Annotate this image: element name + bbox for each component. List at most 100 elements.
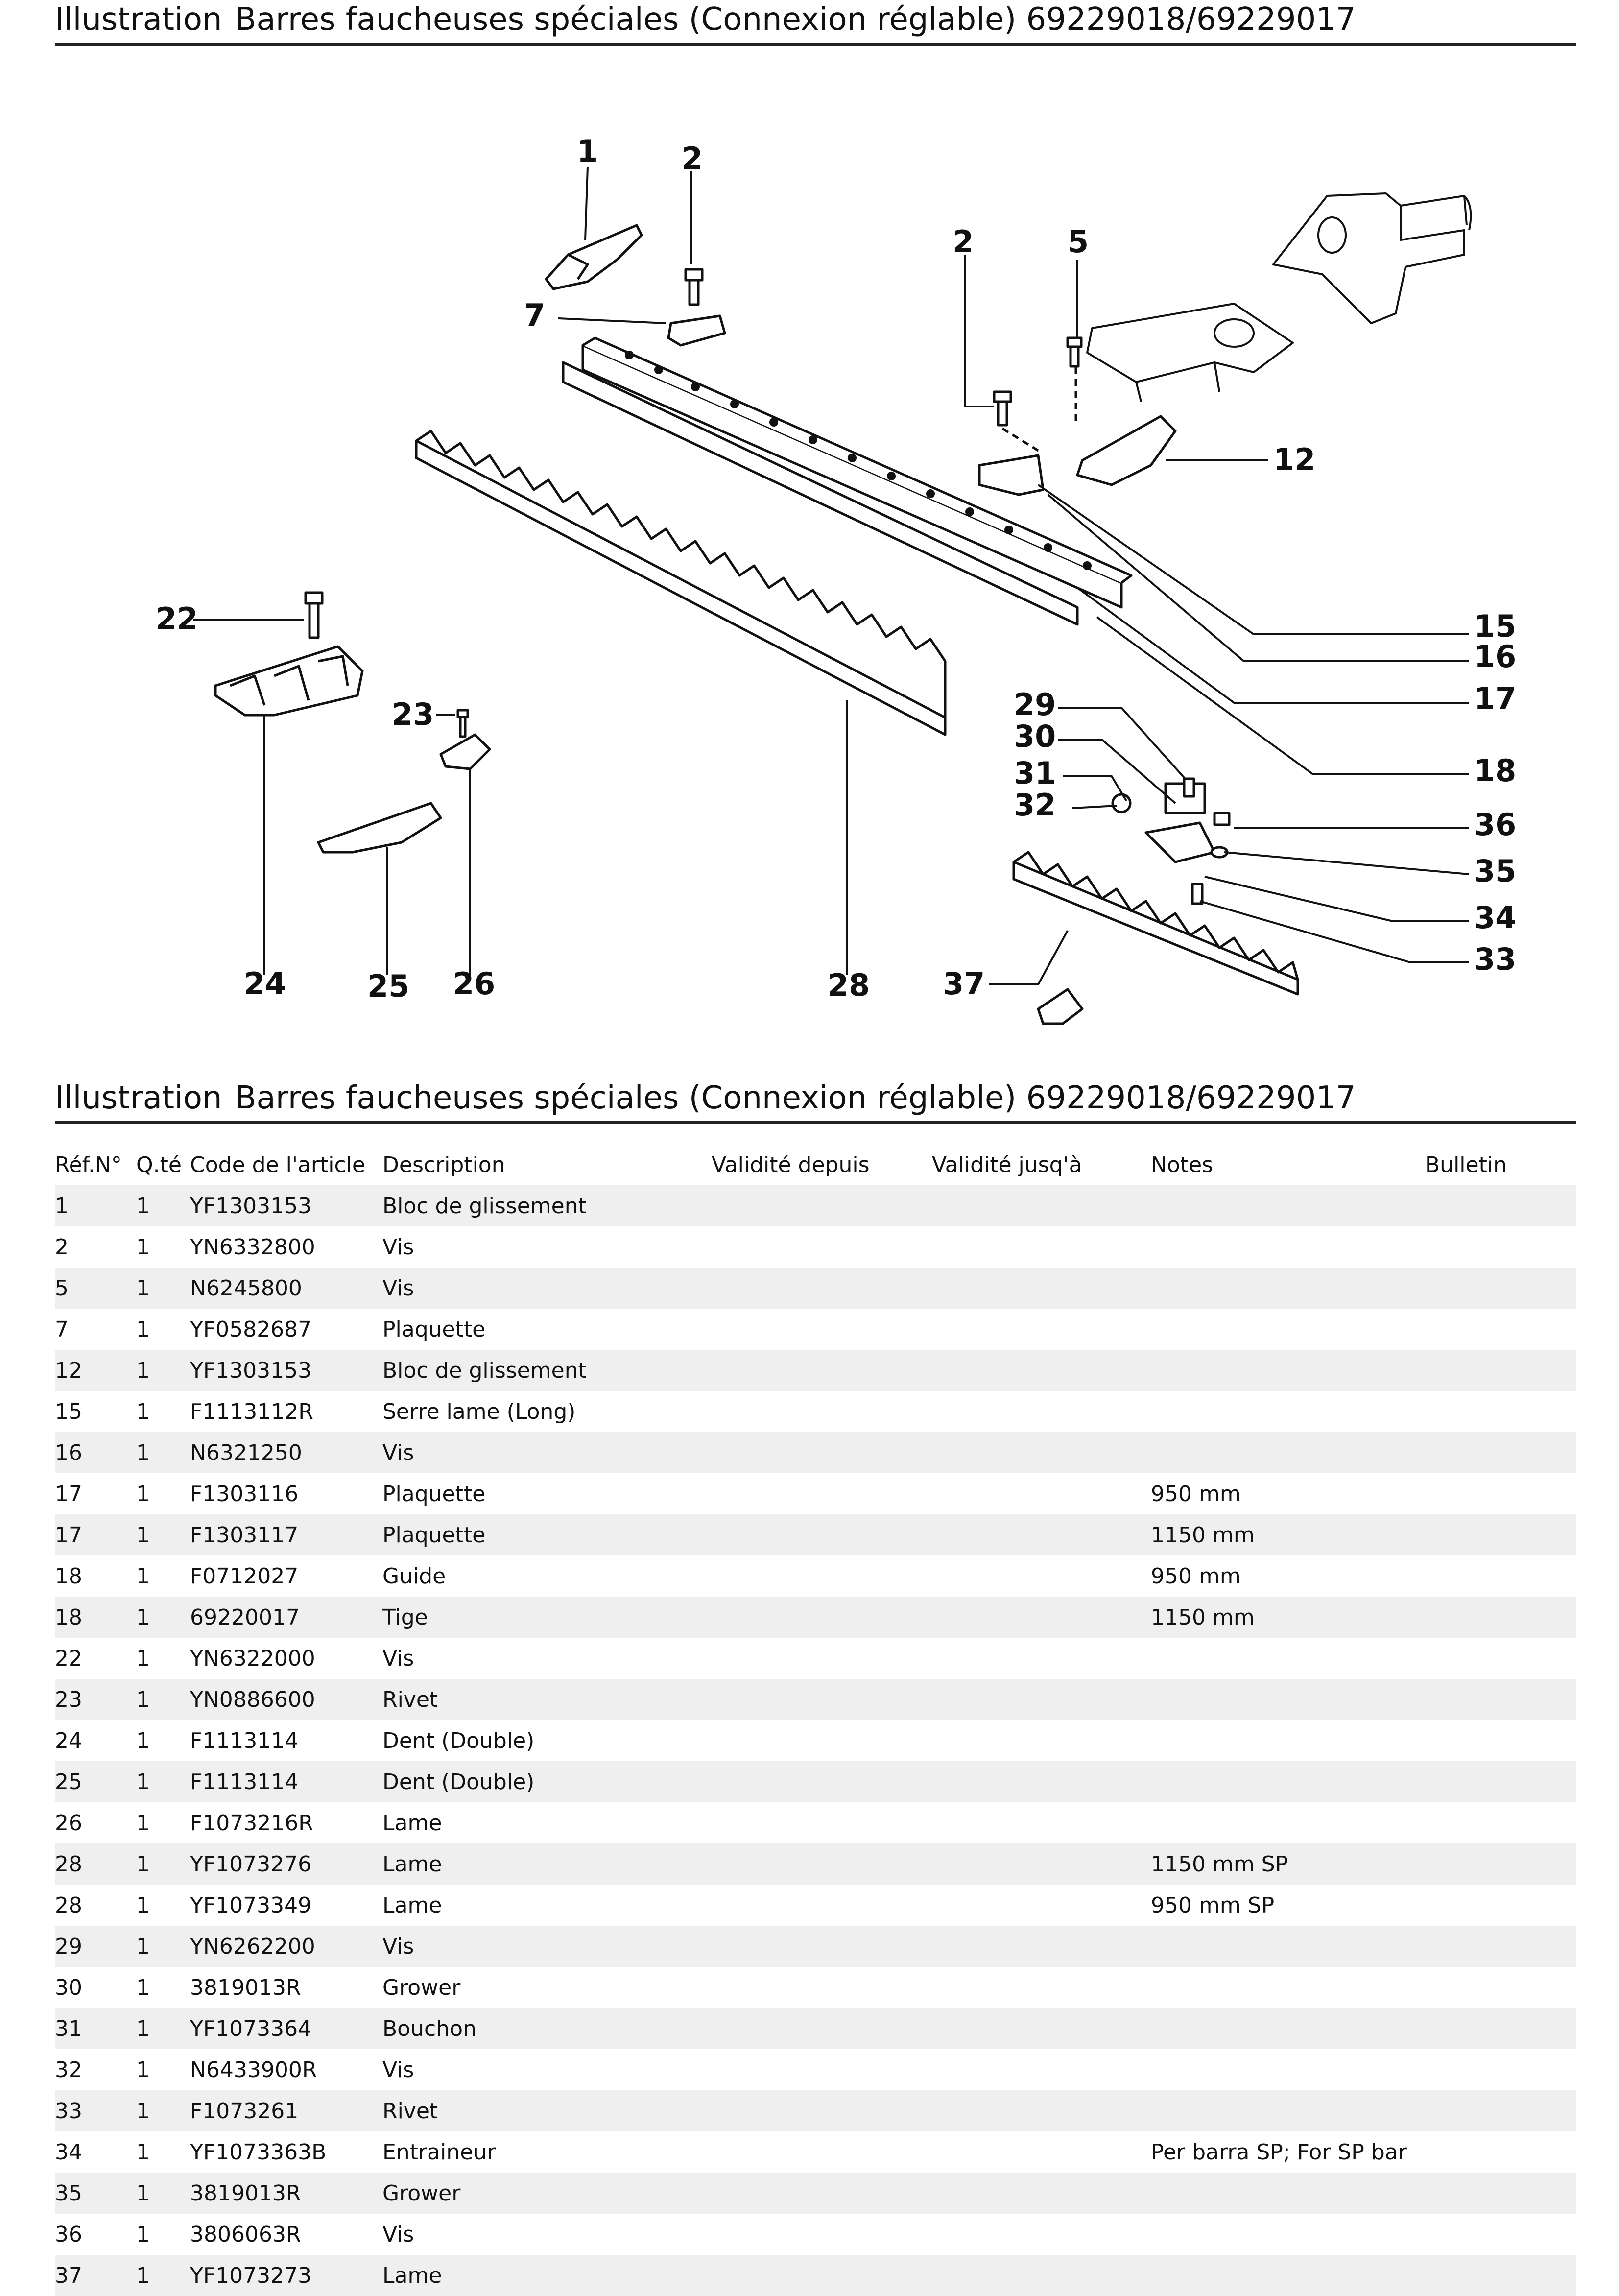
cell-bulletin [1425, 2255, 1576, 2296]
cell-ref: 17 [55, 1481, 82, 1507]
cell-description: Vis [382, 1268, 712, 1309]
cell-valid-from [712, 1268, 932, 1309]
cell-bulletin [1425, 1720, 1576, 1761]
cell-notes [1151, 1268, 1425, 1309]
cell-qty: 1 [136, 1185, 190, 1226]
cell-valid-to [932, 1597, 1151, 1638]
callout-7: 7 [524, 297, 545, 333]
cell-notes [1151, 2214, 1425, 2255]
cell-valid-to [932, 1350, 1151, 1391]
bolt-22 [304, 591, 324, 639]
bolt-2-left [684, 268, 704, 306]
cell-notes [1151, 2049, 1425, 2090]
cell-ref: 1 [55, 1185, 136, 1226]
cell-notes [1151, 1432, 1425, 1473]
knife-28 [415, 430, 947, 736]
col-valid-from: Validité depuis [712, 1152, 870, 1177]
cell-valid-from [712, 1473, 932, 1514]
cell-ref: 16 [55, 1432, 136, 1473]
cell-qty: 1 [136, 1810, 150, 1836]
cell-code: YF1073364 [190, 2008, 382, 2049]
callout-23: 23 [392, 696, 434, 732]
cell-qty: 1 [136, 1761, 190, 1802]
cell-valid-from [712, 1597, 932, 1638]
cell-description: Grower [382, 2173, 712, 2214]
cell-notes [1151, 1679, 1425, 1720]
cell-qty: 1 [136, 1316, 150, 1342]
cell-valid-from [712, 1967, 932, 2008]
cell-bulletin [1425, 1432, 1576, 1473]
table-header-row: Réf.N° Q.té Code de l'article Descriptio… [55, 1144, 1576, 1185]
callout-18: 18 [1474, 753, 1516, 789]
col-bulletin: Bulletin [1425, 1152, 1507, 1177]
cell-bulletin [1425, 1391, 1576, 1432]
cell-valid-to [932, 1555, 1151, 1597]
cell-valid-to [932, 1843, 1151, 1885]
cell-valid-from [712, 1638, 932, 1679]
cell-code: YN6262200 [190, 1926, 382, 1967]
cell-description: Vis [382, 1432, 712, 1473]
cell-valid-from [712, 2255, 932, 2296]
callout-1: 1 [577, 133, 598, 169]
callout-30: 30 [1014, 718, 1056, 754]
cell-valid-from [712, 1802, 932, 1843]
cell-qty: 1 [136, 1399, 150, 1424]
cell-qty: 1 [136, 1646, 150, 1671]
cell-ref: 32 [55, 2057, 82, 2082]
callout-36: 36 [1474, 807, 1516, 842]
cell-valid-to [932, 2255, 1151, 2296]
cell-valid-to [932, 1802, 1151, 1843]
cell-notes [1151, 2090, 1425, 2131]
bolt-2-right [993, 390, 1012, 427]
cell-valid-from [712, 1720, 932, 1761]
cell-valid-from [712, 1185, 932, 1226]
cell-valid-from [712, 1555, 932, 1597]
cell-description: Rivet [382, 1679, 712, 1720]
cell-description: Lame [382, 1843, 712, 1885]
cell-bulletin [1425, 1843, 1576, 1885]
cell-bulletin [1425, 1309, 1576, 1350]
cell-bulletin [1425, 1555, 1576, 1597]
cell-code: 3819013R [190, 2173, 382, 2214]
cell-notes [1151, 1638, 1425, 1679]
cell-notes [1151, 1967, 1425, 2008]
callout-22: 22 [156, 601, 198, 637]
callout-37: 37 [943, 966, 985, 1002]
cell-code: F1113112R [190, 1399, 313, 1424]
cell-description: Vis [382, 1234, 414, 1260]
cell-description: Vis [382, 1646, 414, 1671]
cell-ref: 26 [55, 1810, 82, 1836]
callout-17: 17 [1474, 681, 1516, 717]
cell-description: Vis [382, 2222, 414, 2247]
cell-ref: 5 [55, 1268, 136, 1309]
cell-valid-from [712, 1432, 932, 1473]
cell-valid-to [932, 1514, 1151, 1555]
cell-notes [1151, 2255, 1425, 2296]
cell-notes [1151, 1350, 1425, 1391]
cell-qty: 1 [136, 1234, 150, 1260]
cell-bulletin [1425, 1597, 1576, 1638]
cell-code: YN6332800 [190, 1234, 315, 1260]
cell-qty: 1 [136, 1597, 190, 1638]
callout-5: 5 [1068, 224, 1089, 260]
cell-ref: 30 [55, 1975, 82, 2000]
cell-ref: 33 [55, 2090, 136, 2131]
cell-description: Bouchon [382, 2008, 712, 2049]
cell-notes [1151, 1802, 1425, 1843]
cell-valid-to [932, 1761, 1151, 1802]
cell-valid-from [712, 1679, 932, 1720]
cell-ref: 12 [55, 1350, 136, 1391]
cell-valid-from [712, 2131, 932, 2173]
cell-ref: 7 [55, 1316, 69, 1342]
cell-description: Vis [382, 2057, 414, 2082]
cell-valid-from [712, 1391, 932, 1432]
cell-code: F1303117 [190, 1514, 382, 1555]
cell-description: Bloc de glissement [382, 1350, 712, 1391]
table-header-title: Barres faucheuses spéciales (Connexion r… [235, 1080, 1356, 1116]
